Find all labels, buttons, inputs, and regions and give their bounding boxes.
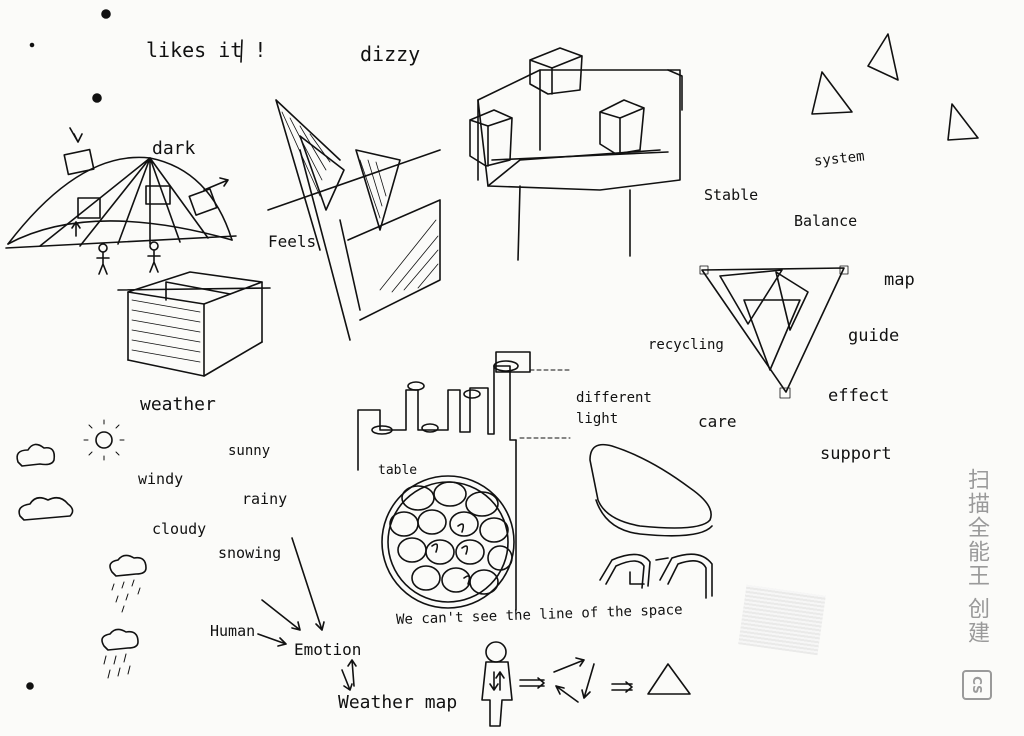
weather-icons (16, 419, 147, 679)
label-cloudy: cloudy (152, 520, 207, 538)
human-flow-sketch (481, 641, 691, 727)
ink-dot (26, 682, 34, 690)
cloud-icon (18, 496, 74, 521)
ink-dot (101, 9, 111, 19)
label-human: Human (210, 622, 256, 640)
label-snowing: snowing (218, 544, 282, 562)
label-different-light: different light (576, 390, 652, 427)
scanner-badge-icon: CS (962, 670, 992, 700)
scanner-watermark: 扫描全能王 创建 (964, 468, 989, 645)
label-dark: dark (152, 138, 196, 159)
rain-cloud-icon (101, 628, 139, 651)
cloud-icon (16, 443, 56, 467)
snow-cloud-icon (109, 554, 147, 577)
label-likes-it: likes it ! (146, 38, 267, 62)
overlapping-triangles-sketch (699, 265, 849, 399)
chair-sketch (589, 443, 713, 599)
floating-boxes-sketch (469, 47, 683, 261)
label-weather: weather (140, 394, 216, 415)
label-balance: Balance (794, 212, 858, 230)
label-table: table (378, 463, 418, 478)
emotion-arrows (257, 537, 357, 691)
triangles-top-right (811, 33, 979, 141)
circle-pattern-sketch (381, 475, 515, 609)
label-support: support (820, 444, 892, 464)
weather-block-sketch (117, 271, 271, 377)
scan-stamp-mark (738, 584, 826, 656)
label-sunny: sunny (228, 443, 271, 459)
label-weather-map: Weather map (338, 692, 458, 713)
dome-sketch (5, 127, 237, 275)
label-map: map (884, 270, 915, 290)
dizzy-planes-sketch (267, 99, 441, 341)
label-emotion: Emotion (294, 640, 362, 659)
label-recycling: recycling (648, 337, 724, 353)
label-stable: Stable (704, 186, 759, 204)
label-guide: guide (848, 326, 900, 346)
label-care: care (698, 412, 737, 431)
label-dizzy: dizzy (360, 42, 421, 66)
sun-icon (95, 431, 113, 449)
exclamation-mark (240, 39, 243, 63)
label-rainy: rainy (242, 490, 288, 508)
ink-dot (92, 93, 102, 103)
ink-dot (29, 42, 35, 48)
label-feels: Feels (268, 232, 317, 251)
light-table-sketch (357, 351, 571, 611)
label-windy: windy (138, 470, 184, 488)
label-effect: effect (828, 386, 890, 406)
